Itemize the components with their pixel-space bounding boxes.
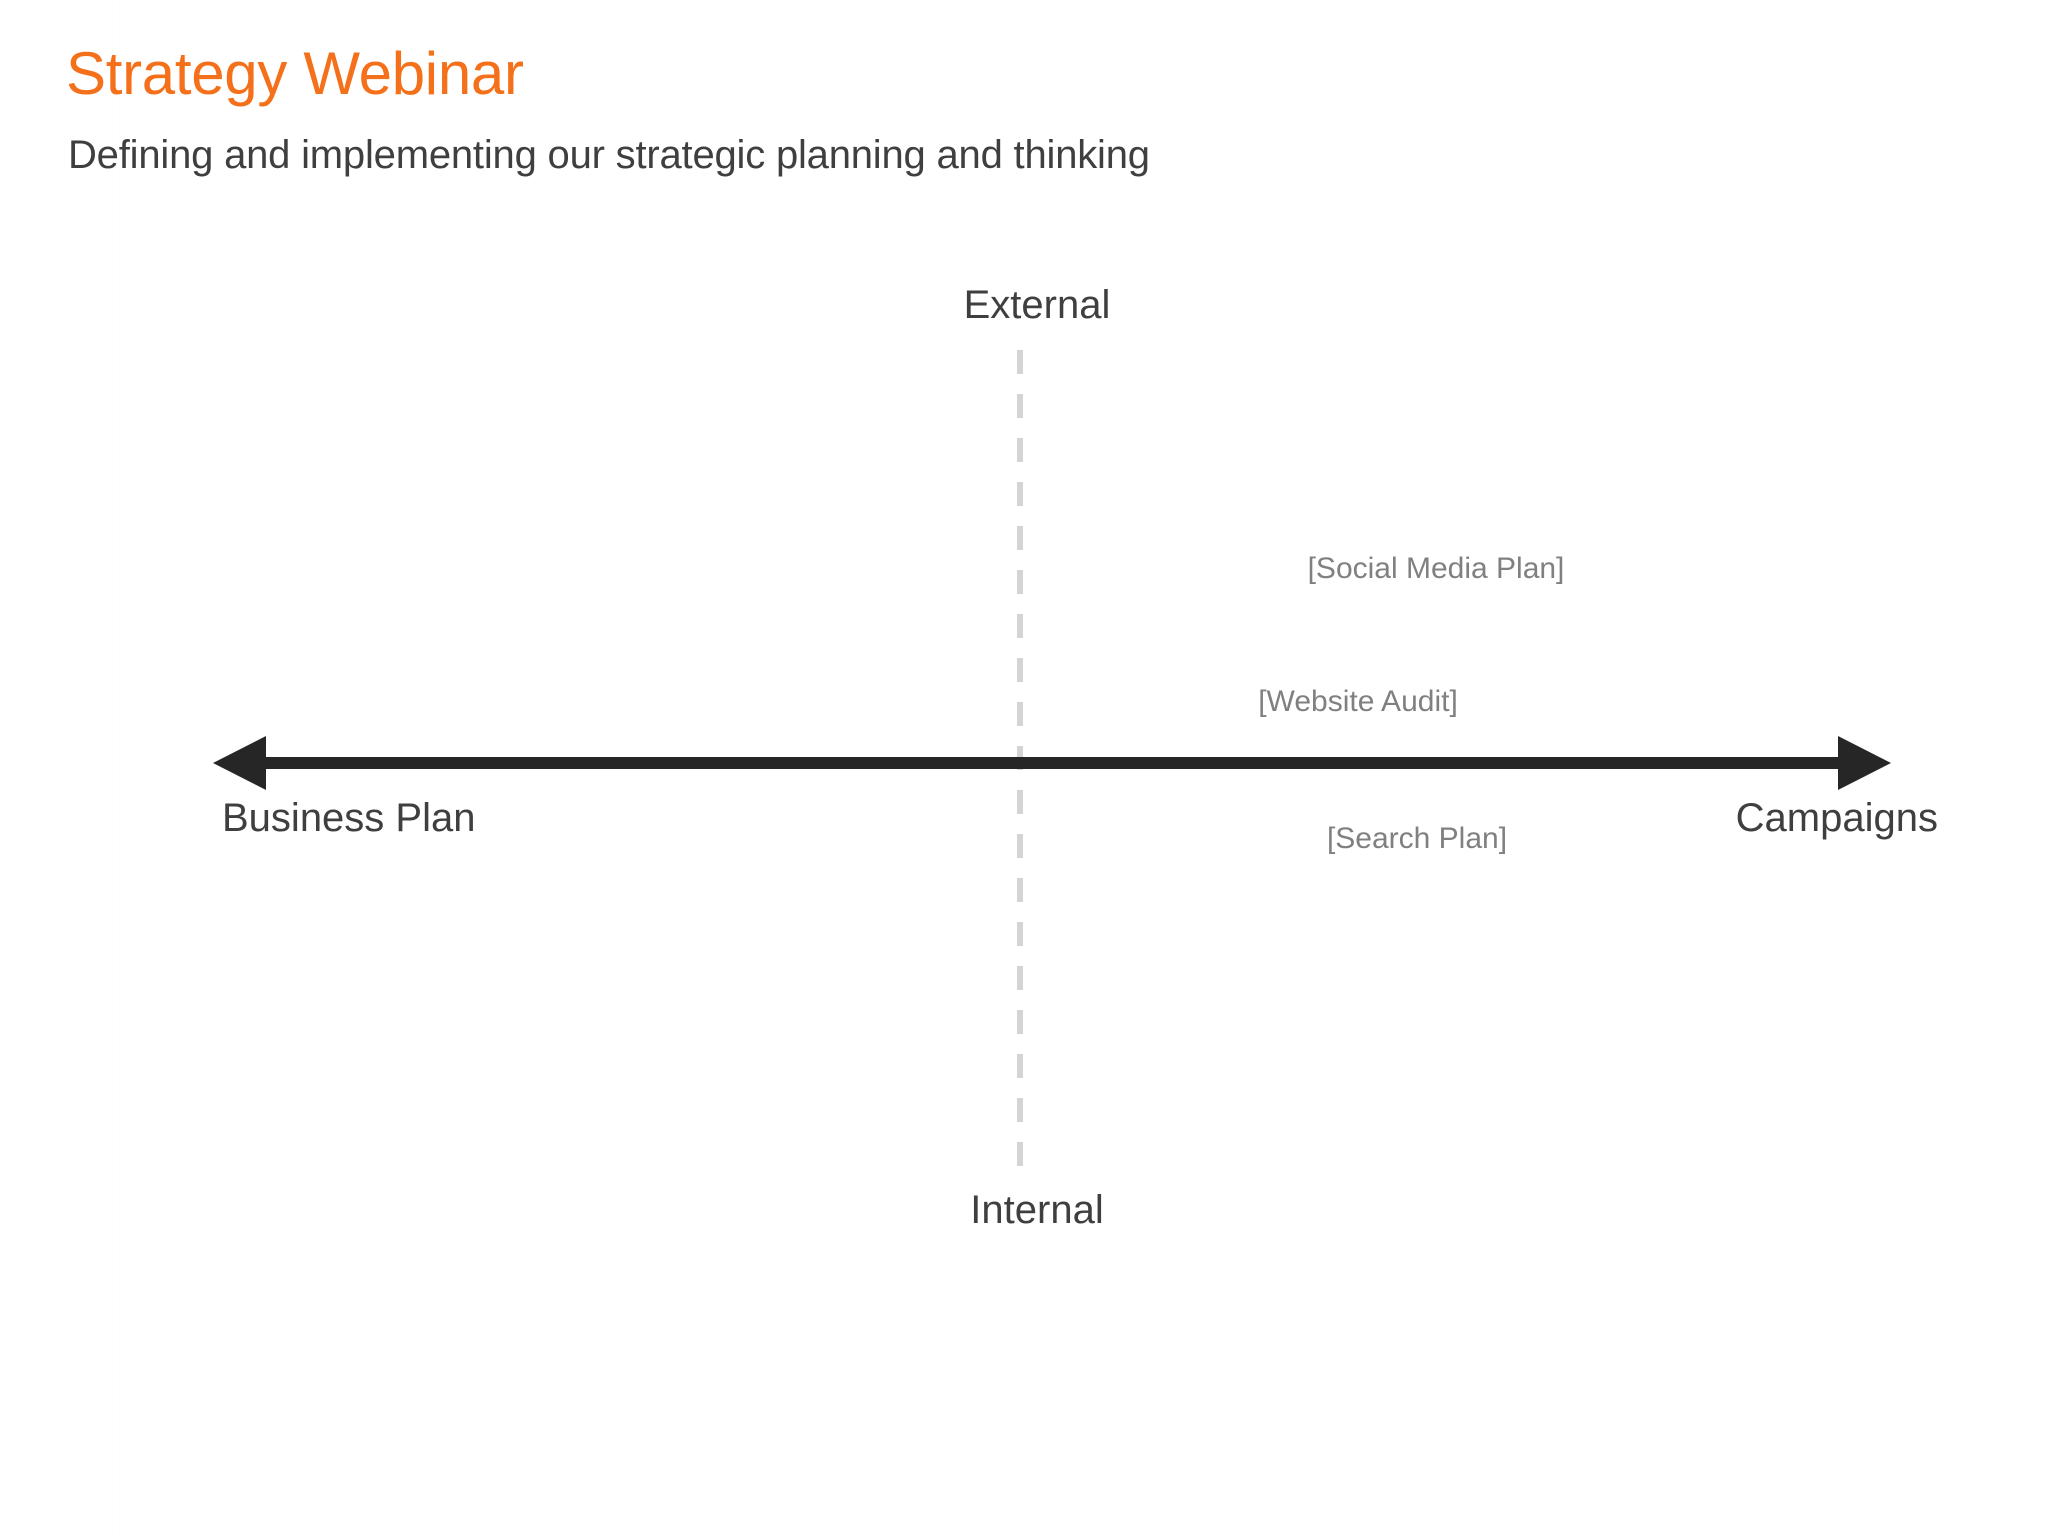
axis-label-campaigns: Campaigns (1735, 796, 1938, 840)
page-title: Strategy Webinar (66, 40, 524, 107)
diagram-item-website-audit[interactable]: [Website Audit] (1258, 685, 1458, 718)
axis-label-business-plan: Business Plan (222, 796, 476, 840)
page-subtitle: Defining and implementing our strategic … (68, 133, 1150, 177)
diagram-item-social-media-plan[interactable]: [Social Media Plan] (1307, 552, 1565, 585)
content-placeholder-edge (112, 0, 113, 1536)
axis-label-internal: Internal (970, 1188, 1104, 1232)
diagram-item-search-plan[interactable]: [Search Plan] (1326, 822, 1508, 855)
axis-label-external: External (963, 283, 1111, 327)
business-campaigns-double-arrow (213, 736, 1891, 790)
